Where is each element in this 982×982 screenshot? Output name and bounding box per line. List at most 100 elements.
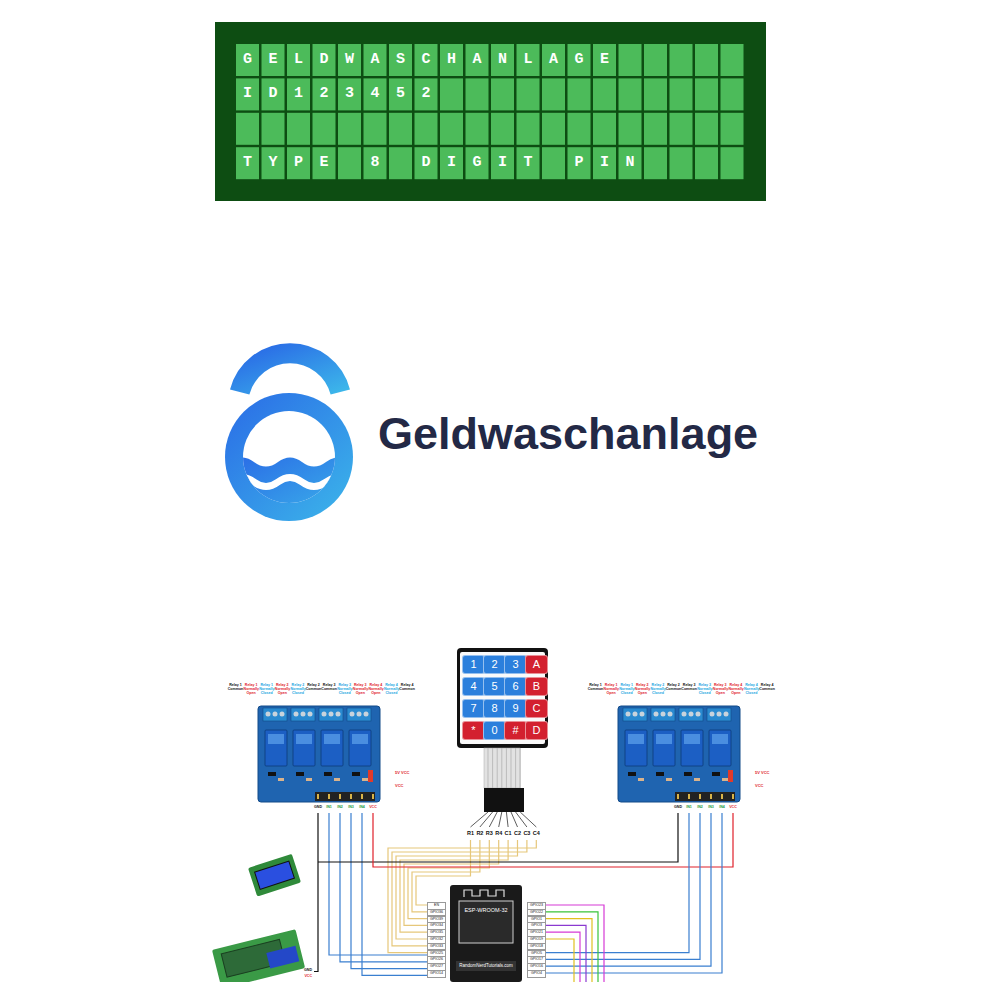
lcd-cell — [644, 44, 667, 76]
relay-pin-label: IN1 — [324, 806, 334, 810]
keypad-pin-label: R4 — [494, 830, 503, 836]
relay-terminal-label: Relay 3 Normally Open — [713, 684, 728, 696]
lcd-cell — [491, 113, 514, 145]
lcd-cell — [568, 113, 591, 145]
lcd-cell — [466, 113, 489, 145]
ribbon-traces — [488, 748, 520, 788]
relay-terminal-label: Relay 3 Normally Closed — [337, 684, 352, 696]
relay-terminal-label: Relay 1 Common — [587, 684, 604, 692]
relay-pin-label: IN1 — [684, 806, 694, 810]
lcd-cell — [313, 113, 336, 145]
keypad-key: D — [525, 721, 548, 740]
relay-terminal-label: Relay 1 Normally Closed — [259, 684, 274, 696]
lcd-cell — [287, 113, 310, 145]
board-label: ESP-WROOM-32 — [450, 907, 522, 914]
logo-waves — [230, 458, 350, 521]
gpio-pin-label: GPIO4 — [527, 970, 546, 978]
keypad-leads — [471, 812, 537, 827]
lcd-cell — [721, 78, 744, 110]
keypad-key: 6 — [504, 677, 527, 696]
logo-wordmark: Geldwaschanlage — [378, 407, 758, 461]
relay-pin-label: GND — [313, 806, 323, 810]
key-label: 7 — [463, 700, 484, 717]
keypad-pin-label: R2 — [475, 830, 484, 836]
relay-terminal-label: Relay 3 Common — [321, 684, 338, 692]
lcd-cell — [619, 113, 642, 145]
keypad-key: 4 — [462, 677, 485, 696]
keypad-pin-label: R3 — [485, 830, 494, 836]
lcd-cell — [695, 78, 718, 110]
lcd-cell — [568, 78, 591, 110]
key-label: 1 — [463, 656, 484, 673]
lcd-pin-label: GND — [300, 969, 312, 973]
lcd-row-text: ID123452 — [243, 78, 447, 110]
logo-arc — [240, 353, 341, 392]
gpio-pin-label: GPIO14 — [427, 970, 446, 978]
keypad-key: 5 — [483, 677, 506, 696]
lcd-cell — [721, 113, 744, 145]
lcd-row-text: TYPE 8 DIGIT PIN — [243, 147, 651, 179]
key-label: 3 — [505, 656, 526, 673]
relay-pin-label: GND — [673, 806, 683, 810]
relay-terminal-label: Relay 2 Normally Open — [635, 684, 650, 696]
lcd-cell — [338, 113, 361, 145]
lcd-cell — [593, 78, 616, 110]
gnd-wire — [314, 813, 318, 972]
relay-terminal-label: Relay 4 Normally Closed — [744, 684, 759, 696]
lcd-cell — [670, 44, 693, 76]
lcd-cell — [695, 44, 718, 76]
key-label: 9 — [505, 700, 526, 717]
relay-pin-label: IN2 — [695, 806, 705, 810]
relay-terminal-label: Relay 2 Common — [305, 684, 322, 692]
relay-pin-label: VCC — [368, 806, 378, 810]
lcd-cell — [644, 113, 667, 145]
key-label: D — [526, 722, 547, 739]
relay-terminal-label: Relay 4 Common — [759, 684, 776, 692]
keypad-key: 8 — [483, 699, 506, 718]
lcd-cell — [593, 113, 616, 145]
lcd-cell — [670, 113, 693, 145]
lcd-cell — [415, 113, 438, 145]
logo-circle — [225, 393, 353, 521]
lcd-row-text: GELDWASCHANLAGE — [243, 44, 626, 76]
relay-terminal-label: Relay 4 Normally Open — [368, 684, 383, 696]
lcd-cell — [236, 113, 259, 145]
keypad-key: 0 — [483, 721, 506, 740]
lcd-cell — [695, 113, 718, 145]
key-label: 0 — [484, 722, 505, 739]
logo-water — [230, 458, 350, 521]
relay-terminal-label: Relay 3 Normally Closed — [697, 684, 712, 696]
lcd-cell — [364, 113, 387, 145]
lcd-cell — [670, 147, 693, 179]
lcd-picture — [248, 854, 301, 897]
lcd-cell — [721, 147, 744, 179]
key-label: 4 — [463, 678, 484, 695]
lcd-i2c-picture — [212, 929, 305, 982]
lcd-cell — [440, 113, 463, 145]
keypad-key: 7 — [462, 699, 485, 718]
lcd-cell — [517, 78, 540, 110]
relay-terminal-label: Relay 3 Normally Open — [353, 684, 368, 696]
lcd-cell — [542, 113, 565, 145]
relay-pin-label: IN3 — [346, 806, 356, 810]
relay-terminal-label: Relay 3 Common — [681, 684, 698, 692]
esp32-board: ESP-WROOM-32RandomNerdTutorials.com — [450, 885, 522, 982]
relay-pin-label: IN4 — [357, 806, 367, 810]
keypad-connector — [484, 788, 524, 812]
keypad-frame — [457, 648, 548, 748]
relay-signal-wires — [546, 813, 722, 973]
antenna-trace — [464, 890, 504, 897]
relay-terminal-label: Relay 4 Normally Open — [728, 684, 743, 696]
relay-pin-label: IN3 — [706, 806, 716, 810]
key-label: B — [526, 678, 547, 695]
power-label: VCC — [395, 784, 403, 788]
relay-terminal-label: Relay 1 Common — [227, 684, 244, 692]
keypad-key: 3 — [504, 655, 527, 674]
esp-wires — [546, 905, 604, 982]
relay-terminal-label: Relay 4 Normally Closed — [384, 684, 399, 696]
lcd-cell — [619, 78, 642, 110]
relay-terminal-label: Relay 1 Normally Closed — [619, 684, 634, 696]
relay-module — [618, 706, 740, 802]
